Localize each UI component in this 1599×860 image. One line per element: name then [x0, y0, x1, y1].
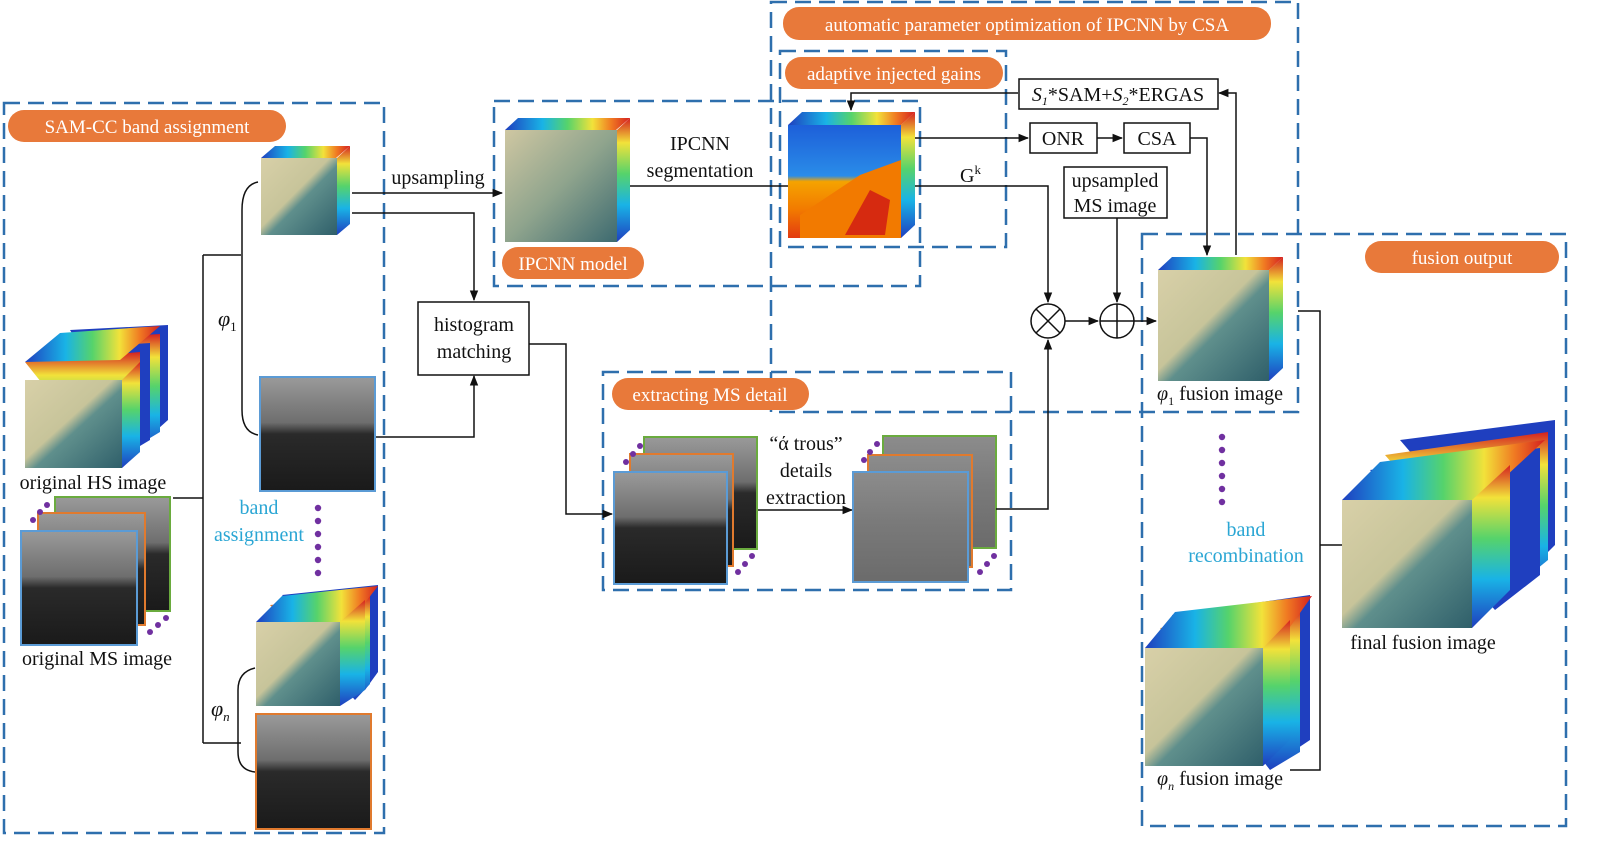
original-hs-cube: [25, 325, 168, 468]
fusion-output-title: fusion output: [1412, 248, 1514, 269]
atrous-label-3: extraction: [766, 487, 846, 509]
automatic-opt-pill: [783, 7, 1271, 40]
recombination-bracket: [1290, 310, 1321, 771]
sam-cc-section-box: [2, 101, 386, 835]
band-assignment-label-2: assignment: [214, 524, 304, 546]
extracting-ms-pill: [612, 378, 809, 410]
extracting-ms-title: extracting MS detail: [632, 385, 787, 406]
fusion-dots-vertical: [1218, 433, 1226, 506]
ipcnn-model-pill: [502, 247, 644, 279]
original-ms-label: original MS image: [22, 648, 172, 670]
phin-hs-cube: [256, 585, 378, 706]
ms-detail-dots-top: [861, 441, 880, 463]
phin-label: φn: [211, 696, 230, 724]
extracting-ms-section-box: [601, 370, 1013, 592]
phi1-label: φ1: [218, 306, 237, 334]
phi1-fusion-cube: [1158, 257, 1283, 381]
phi1-brace: [241, 181, 259, 436]
fusion-output-pill: [1365, 241, 1559, 273]
phin-ms-image: [255, 713, 372, 830]
phi1-fusion-label: φ1 fusion image: [1157, 383, 1283, 408]
phin-brace: [237, 667, 256, 773]
automatic-opt-section-box: [769, 0, 1300, 414]
upsampled-ms-label-1: upsampled: [1072, 170, 1159, 192]
adaptive-gains-title: adaptive injected gains: [807, 64, 981, 85]
adaptive-gains-pill: [785, 57, 1003, 89]
add-operator: [1099, 303, 1135, 339]
ms-input-stack: [613, 436, 758, 585]
sam-cc-pill: [8, 110, 286, 142]
multiply-operator: [1030, 303, 1066, 339]
upsampled-hs-cube: [505, 118, 630, 242]
csa-label: CSA: [1138, 128, 1177, 150]
band-recombination-label-2: recombination: [1188, 545, 1304, 567]
original-hs-label: original HS image: [20, 472, 167, 494]
upsampled-ms-label-2: MS image: [1074, 195, 1157, 217]
ms-input-dots-top: [623, 443, 643, 465]
final-fusion-label: final fusion image: [1350, 632, 1496, 654]
ms-detail-dots-bottom: [977, 553, 997, 575]
band-assignment-label-1: band: [240, 497, 279, 519]
segmentation-map-cube: [788, 112, 915, 238]
adaptive-gains-section-box: [778, 49, 1008, 249]
gk-label: Gk: [960, 162, 981, 187]
phi1-ms-image: [259, 376, 376, 492]
automatic-opt-title: automatic parameter optimization of IPCN…: [825, 15, 1229, 36]
original-ms-stack: [20, 496, 171, 646]
phi1-hs-cube: [261, 146, 350, 235]
ms-stack-dots-top: [30, 502, 50, 523]
atrous-label-2: details: [780, 460, 832, 482]
histogram-label-2: matching: [437, 341, 511, 363]
histogram-label-1: histogram: [434, 314, 514, 336]
phin-fusion-label: φn fusion image: [1157, 768, 1283, 793]
ms-detail-stack: [852, 435, 997, 583]
phin-fusion-cube: [1145, 595, 1312, 770]
sam-cc-title: SAM-CC band assignment: [45, 117, 251, 138]
band-dots-vertical: [314, 504, 322, 577]
csa-box: [1123, 122, 1191, 154]
band-recombination-label-1: band: [1227, 519, 1266, 541]
ms-input-dots-bottom: [735, 553, 755, 575]
upsampling-label: upsampling: [391, 167, 484, 189]
sam-ergas-label: S1*SAM+S2*ERGAS: [1032, 84, 1204, 108]
sam-ergas-box: [1018, 78, 1219, 110]
ipcnn-model-title: IPCNN model: [518, 254, 627, 275]
upsampled-ms-box: [1063, 166, 1168, 219]
final-fusion-cube: [1342, 420, 1555, 628]
histogram-matching-box: [417, 301, 530, 376]
fusion-output-section-box: [1140, 232, 1568, 828]
ipcnn-seg-label-1: IPCNN: [670, 133, 730, 155]
onr-label: ONR: [1042, 128, 1085, 150]
onr-box: [1029, 122, 1098, 154]
atrous-label-1: “ά trous”: [769, 433, 842, 455]
ms-stack-dots-bottom: [147, 615, 169, 635]
ipcnn-seg-label-2: segmentation: [647, 160, 754, 182]
